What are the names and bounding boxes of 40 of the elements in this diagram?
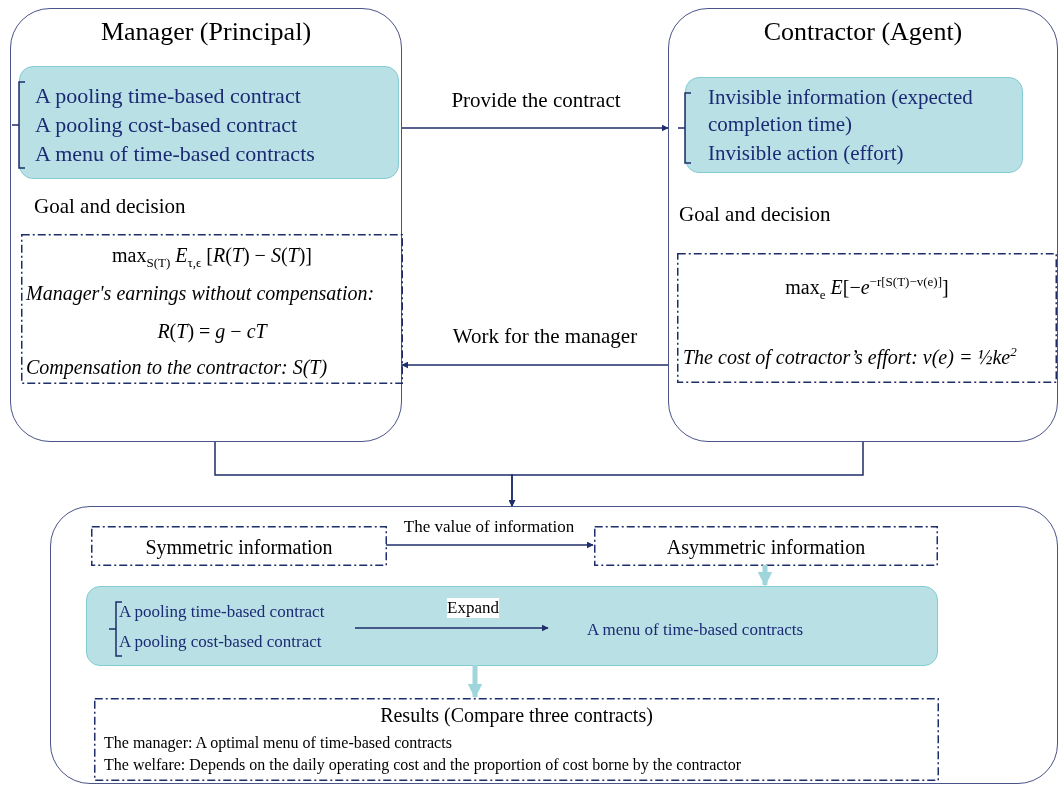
section-heading: Goal and decision: [679, 201, 831, 228]
formula: max$_{e}$ E[−e$^{−r[S(T)−v(e)]}$]: [784, 273, 950, 304]
section-heading: Goal and decision: [34, 193, 186, 220]
arrow: [757, 565, 773, 587]
formula: max$_{S(T)}$ E$_{τ,ϵ}$ [R(T) − S(T)]: [111, 243, 313, 272]
note: Compensation to the contractor: S(T): [26, 355, 328, 380]
objective-frame: [21, 234, 403, 384]
actor-panel: [668, 8, 1058, 442]
note: The cost of cotractor’s effort: v(e) = ½ke$^{2}$: [683, 343, 1017, 370]
arrow: [401, 361, 669, 369]
arrow: [467, 665, 483, 699]
contract-type: A menu of time-based contracts: [35, 140, 315, 168]
contract-type: A pooling time-based contract: [119, 601, 325, 623]
box-label: Asymmetric information: [665, 535, 867, 560]
contract-panel: [86, 586, 938, 666]
formula: R(T) = g − cT: [156, 319, 269, 344]
results-title: Results (Compare three contracts): [379, 703, 654, 728]
information-frame: [594, 526, 938, 566]
edge-label: Expand: [447, 598, 499, 619]
contract-type: A pooling cost-based contract: [119, 631, 322, 653]
box-label: Symmetric information: [144, 535, 334, 560]
panel-title: Manager (Principal): [99, 16, 313, 48]
arrow: [508, 441, 864, 507]
analysis-panel: [50, 506, 1058, 784]
contract-type: A pooling cost-based contract: [35, 111, 298, 139]
arrow: [385, 541, 594, 549]
result-line: The manager: A optimal menu of time-based contracts: [104, 733, 452, 753]
hidden-information: Invisible information (expected completion time): [708, 84, 974, 138]
contract-type: A pooling time-based contract: [35, 82, 301, 110]
contract-type: A menu of time-based contracts: [587, 619, 804, 641]
note: Manager's earnings without compensation:: [26, 281, 375, 306]
arrow: [401, 124, 669, 132]
objective-frame: [677, 253, 1057, 383]
panel-title: Contractor (Agent): [762, 16, 964, 48]
arrow: [354, 624, 549, 632]
result-line: The welfare: Depends on the daily operating cost and the proportion of cost borne by the contractor: [104, 755, 742, 775]
actor-panel: [10, 8, 402, 442]
information-frame: [91, 526, 387, 566]
results-frame: [94, 698, 939, 781]
hidden-action: Invisible action (effort): [708, 140, 904, 167]
